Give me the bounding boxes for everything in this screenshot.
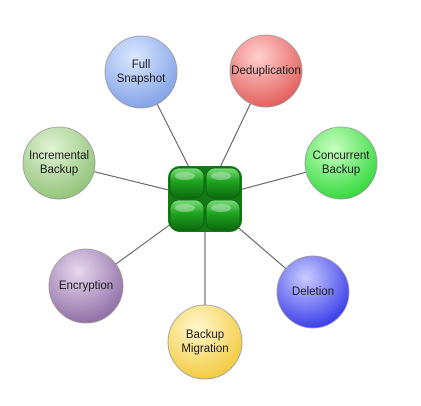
node-circle-deduplication [229,34,303,108]
node-label-backup-migration-1: Migration [181,343,228,355]
node-label-backup-migration-0: Backup [186,329,224,341]
node-circle-full-snapshot [104,35,178,109]
node-label-deletion-0: Deletion [292,286,334,298]
node-label-full-snapshot-0: Full [132,59,151,71]
center-cube-icon [168,166,242,232]
node-deduplication: Deduplication [229,34,303,108]
node-deletion: Deletion [276,255,350,329]
cube-block-2 [169,199,205,231]
node-label-concurrent-backup-0: Concurrent [313,150,371,162]
cube-block-0 [169,167,205,199]
cube-block-3 [205,199,241,231]
node-label-encryption-0: Encryption [59,280,113,292]
node-circle-incremental-backup [22,126,96,200]
cube-highlight-2 [175,204,195,212]
node-circle-concurrent-backup [304,126,378,200]
cube-highlight-3 [211,204,231,212]
node-label-incremental-backup-1: Backup [40,164,78,176]
cube-highlight-1 [211,172,231,180]
cube-block-1 [205,167,241,199]
node-circle-deletion [276,255,350,329]
node-label-full-snapshot-1: Snapshot [117,73,166,85]
node-encryption: Encryption [48,248,124,324]
node-circle-encryption [48,248,124,324]
node-circle-backup-migration [167,304,243,380]
node-label-concurrent-backup-1: Backup [322,164,360,176]
cube-highlight-0 [175,172,195,180]
node-label-deduplication-0: Deduplication [231,65,301,77]
node-label-incremental-backup-0: Incremental [29,150,89,162]
